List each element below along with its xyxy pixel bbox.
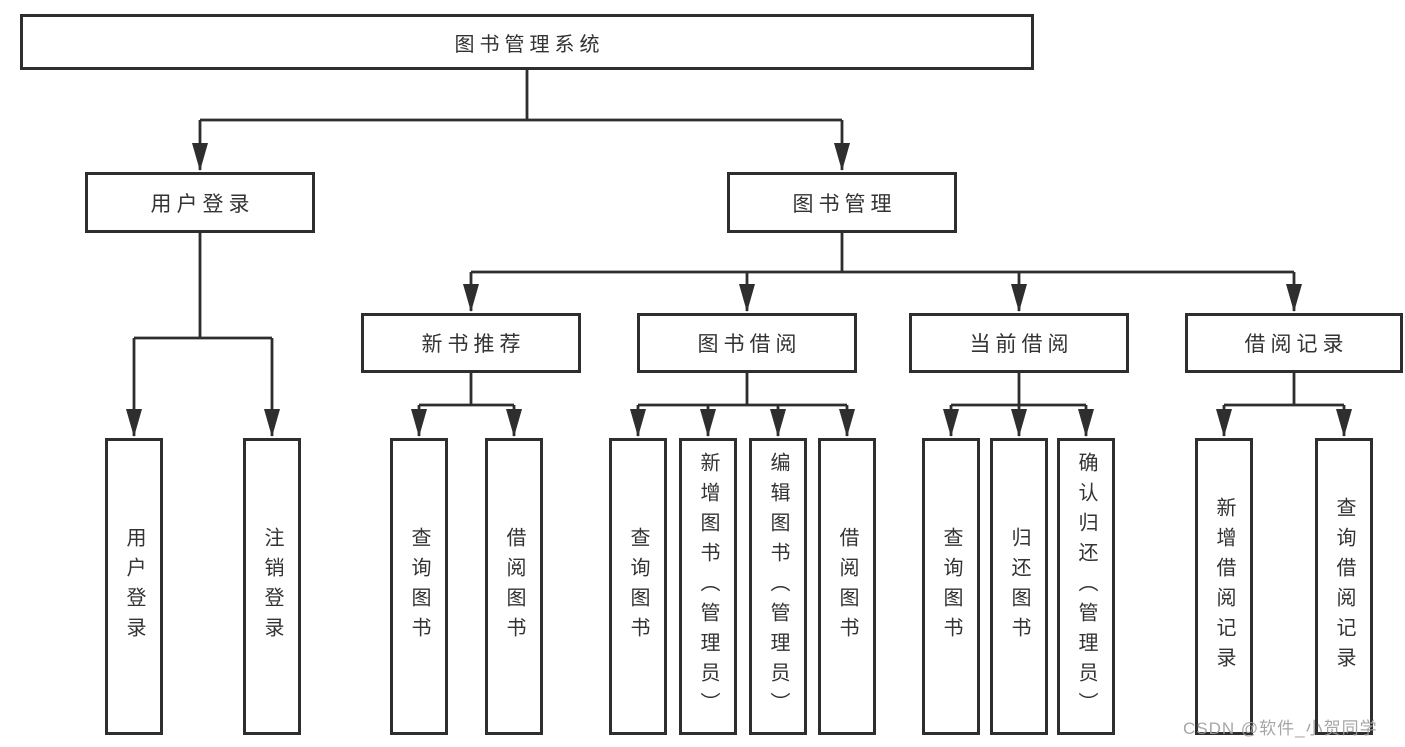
- leaf-label: 借阅图书: [503, 526, 525, 647]
- leaf-label: 编辑图书（管理员）: [767, 451, 789, 722]
- leaf-borrow-books-recommend: 借阅图书: [485, 438, 543, 735]
- node-borrowing-records: 借阅记录: [1185, 313, 1403, 373]
- leaf-label: 查询借阅记录: [1333, 496, 1355, 677]
- leaf-query-books-borrowing: 查询图书: [609, 438, 667, 735]
- leaf-return-books: 归还图书: [990, 438, 1048, 735]
- leaf-label: 新增借阅记录: [1213, 496, 1235, 677]
- csdn-watermark: CSDN @软件_小贺同学: [1183, 719, 1378, 738]
- leaf-query-books-current: 查询图书: [922, 438, 980, 735]
- leaf-edit-books-admin: 编辑图书（管理员）: [749, 438, 807, 735]
- connector-current-borrowing-children: [943, 373, 1094, 437]
- leaf-user-login: 用户登录: [105, 438, 163, 735]
- node-current-borrowing: 当前借阅: [909, 313, 1129, 373]
- leaf-query-books-recommend: 查询图书: [390, 438, 448, 735]
- leaf-label: 用户登录: [123, 526, 145, 647]
- connector-book-management-children: [463, 233, 1302, 312]
- leaf-logout-login: 注销登录: [243, 438, 301, 735]
- connector-root-to-level1: [192, 70, 850, 171]
- leaf-borrow-books: 借阅图书: [818, 438, 876, 735]
- leaf-label: 查询图书: [627, 526, 649, 647]
- connector-user-login-children: [126, 233, 280, 437]
- leaf-label: 归还图书: [1008, 526, 1030, 647]
- leaf-add-books-admin: 新增图书（管理员）: [679, 438, 737, 735]
- connector-borrowing-records-children: [1216, 373, 1352, 437]
- node-library-management-system: 图书管理系统: [20, 14, 1034, 70]
- connector-book-borrowing-children: [630, 373, 855, 437]
- leaf-label: 新增图书（管理员）: [697, 451, 719, 722]
- node-book-management: 图书管理: [727, 172, 957, 233]
- leaf-add-borrow-record: 新增借阅记录: [1195, 438, 1253, 735]
- node-book-borrowing: 图书借阅: [637, 313, 857, 373]
- leaf-label: 借阅图书: [836, 526, 858, 647]
- node-new-book-recommendation: 新书推荐: [361, 313, 581, 373]
- node-user-login: 用户登录: [85, 172, 315, 233]
- leaf-query-borrow-record: 查询借阅记录: [1315, 438, 1373, 735]
- connector-new-book-recommend-children: [411, 373, 522, 437]
- leaf-label: 确认归还（管理员）: [1075, 451, 1097, 722]
- leaf-confirm-return-admin: 确认归还（管理员）: [1057, 438, 1115, 735]
- leaf-label: 查询图书: [408, 526, 430, 647]
- leaf-label: 注销登录: [261, 526, 283, 647]
- leaf-label: 查询图书: [940, 526, 962, 647]
